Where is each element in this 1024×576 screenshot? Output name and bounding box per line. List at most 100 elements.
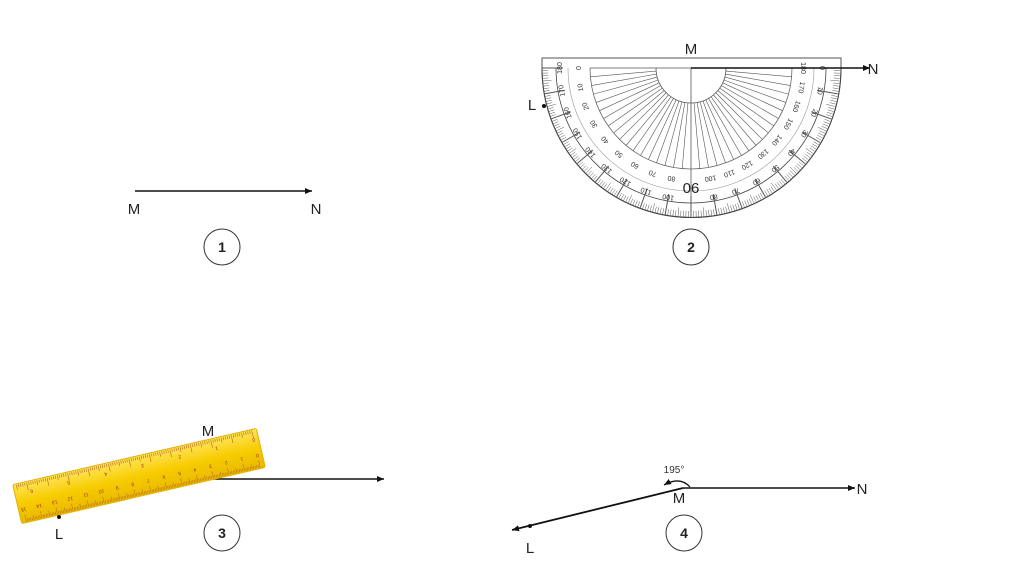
ruler-tick (164, 482, 167, 490)
protractor-inner-label: 60 (630, 160, 640, 170)
protractor-tick (543, 87, 550, 89)
ruler-tick (20, 483, 22, 487)
label-l: L (526, 540, 534, 557)
ruler-tick (218, 437, 220, 442)
ruler-tick (26, 482, 29, 491)
protractor-tick (599, 82, 660, 111)
ruler-tick (157, 485, 160, 491)
protractor-inner-label: 110 (723, 168, 736, 178)
ruler-tick (44, 514, 46, 518)
ruler-tick (79, 503, 82, 509)
protractor-tick (649, 205, 652, 212)
protractor-tick (555, 126, 565, 132)
protractor-tick (578, 161, 584, 166)
ruler-tick (112, 462, 114, 466)
protractor-tick (744, 200, 748, 207)
ruler-tick (61, 510, 63, 514)
ruler-tick (226, 436, 229, 440)
ruler-tick (161, 451, 163, 455)
protractor-tick (827, 109, 834, 112)
protractor-tick (619, 92, 667, 140)
ruler-tick (128, 494, 130, 498)
ruler-label: 5 (177, 470, 181, 477)
protractor-tick (623, 195, 627, 201)
protractor-tick (725, 73, 791, 86)
ruler-tick (90, 503, 93, 507)
protractor-tick (657, 207, 660, 214)
protractor-tick (717, 90, 769, 134)
protractor-tick (576, 149, 594, 165)
protractor-tick (546, 102, 553, 105)
ruler-tick (219, 471, 222, 477)
ruler-tick (91, 467, 94, 471)
protractor-tick (713, 94, 757, 146)
protractor-tick (565, 145, 572, 150)
protractor-tick (786, 174, 791, 179)
ruler-tick (36, 516, 38, 520)
ruler-tick (86, 504, 88, 508)
step-number: 2 (687, 239, 695, 255)
ruler-tick (171, 484, 174, 488)
protractor-tick (832, 87, 839, 89)
ruler-label: 0 (251, 436, 255, 443)
ruler-tick (114, 462, 116, 466)
ruler-tick (206, 440, 208, 444)
ruler-tick (147, 454, 149, 458)
protractor-tick (632, 96, 672, 151)
protractor-tick (670, 209, 672, 216)
protractor-tick (573, 155, 579, 160)
protractor-tick (702, 100, 726, 164)
protractor-tick (618, 192, 622, 199)
ruler-tick (95, 500, 97, 506)
ruler-tick (26, 518, 29, 522)
ruler-tick (206, 476, 208, 480)
protractor-tick (632, 199, 636, 206)
protractor-tick (603, 85, 661, 119)
ruler-tick (192, 480, 194, 484)
protractor-tick (809, 147, 815, 152)
ruler-tick (149, 454, 152, 462)
ray-ml (511, 487, 684, 532)
protractor-tick (548, 109, 555, 112)
protractor-tick (724, 76, 789, 95)
ruler-tick (173, 482, 175, 488)
ruler-tick (62, 509, 65, 513)
ruler-tick (81, 505, 83, 509)
ruler-tick (190, 480, 192, 484)
ruler-label: 2 (177, 453, 181, 460)
protractor-tick (797, 163, 802, 168)
ruler-tick (101, 464, 104, 468)
protractor-tick (737, 203, 740, 209)
ruler-tick (195, 479, 197, 483)
ruler-tick (99, 465, 102, 469)
ruler-tick (220, 437, 223, 443)
protractor-tick (672, 209, 674, 216)
ruler-tick (222, 437, 224, 441)
ruler-tick (141, 489, 144, 495)
ruler-tick (234, 470, 236, 474)
ruler-tick (36, 480, 39, 486)
protractor-tick (748, 198, 752, 205)
ruler-tick (42, 478, 44, 482)
protractor-tick (771, 182, 777, 191)
ruler-tick (237, 469, 239, 473)
ruler-tick (242, 464, 245, 472)
ruler-tick (138, 456, 141, 462)
ruler-tick (232, 434, 235, 438)
ruler-tick (134, 457, 136, 461)
protractor-tick (746, 199, 750, 206)
protractor-tick (817, 134, 823, 139)
ruler-tick (120, 460, 122, 464)
protractor-tick (789, 166, 797, 174)
ruler-tick (125, 495, 127, 499)
protractor-outer-label: 170 (558, 84, 567, 97)
protractor-tick (587, 170, 592, 176)
ruler-tick (136, 456, 139, 460)
ruler-tick (200, 442, 202, 448)
protractor-tick (640, 98, 674, 156)
ruler-tick (175, 447, 177, 451)
step-circle (665, 514, 703, 552)
ruler-tick (159, 451, 161, 457)
ruler-tick (242, 468, 244, 472)
step-circle (203, 514, 241, 552)
